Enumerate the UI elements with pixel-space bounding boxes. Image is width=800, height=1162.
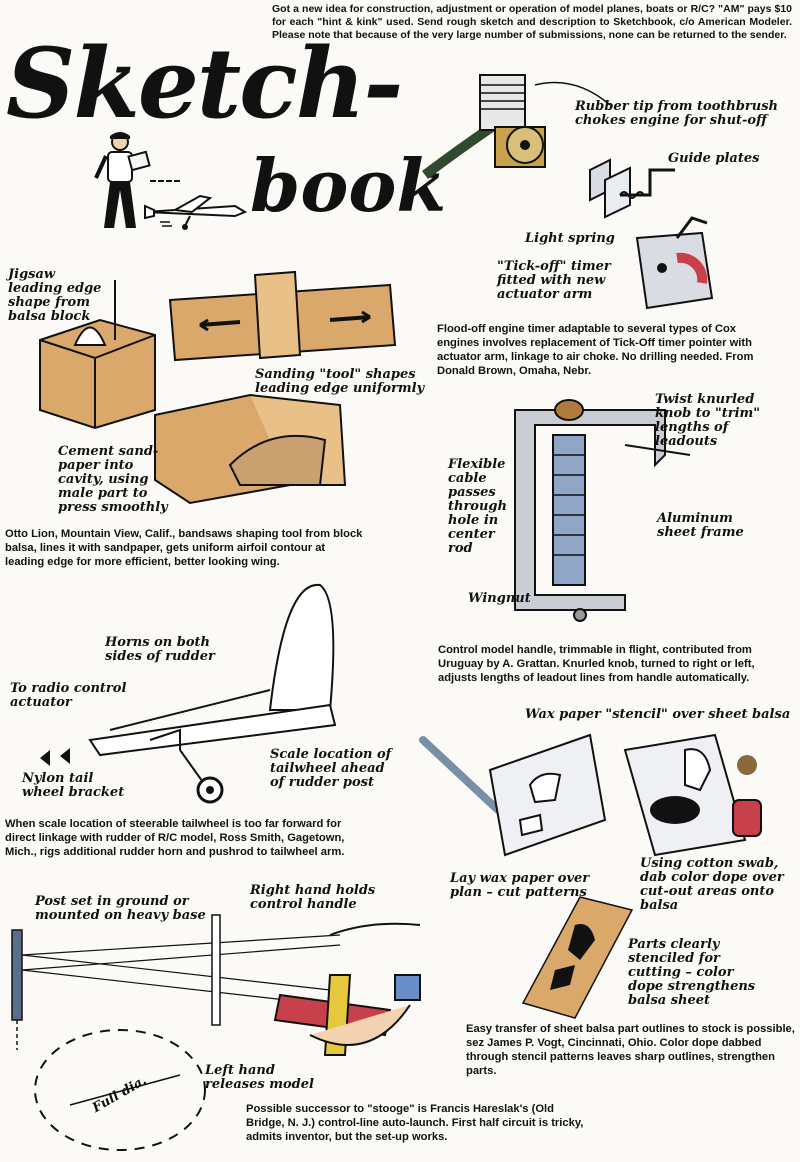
caption-stooge: Possible successor to "stooge" is Franci…	[246, 1103, 584, 1143]
label-right-hand: Right hand holds control handle	[250, 883, 376, 912]
caption-otto-lion: Otto Lion, Mountain View, Calif., bandsa…	[5, 528, 363, 568]
stenciled-balsa-sheet-illustration	[521, 896, 634, 1019]
label-cement: Cement sand- paper into cavity, using ma…	[58, 444, 168, 515]
rudder-tailwheel-illustration	[40, 583, 337, 804]
sanding-tool-illustration	[168, 270, 397, 362]
label-cotton-swab: Using cotton swab, dab color dope over c…	[640, 856, 784, 913]
small-plane-illustration	[144, 194, 248, 230]
label-wingnut: Wingnut	[468, 591, 531, 606]
control-handle-illustration	[514, 399, 691, 622]
caption-tailwheel: When scale location of steerable tailwhe…	[5, 818, 345, 858]
label-rubber-tip: Rubber tip from toothbrush chokes engine…	[575, 99, 778, 128]
caption-control-handle: Control model handle, trimmable in fligh…	[438, 644, 755, 684]
label-wax-paper-stencil: Wax paper "stencil" over sheet balsa	[525, 707, 791, 722]
label-parts-clearly: Parts clearly stenciled for cutting – co…	[628, 937, 756, 1008]
tick-off-timer-illustration	[635, 216, 714, 310]
label-to-radio: To radio control actuator	[10, 681, 127, 710]
label-jigsaw: Jigsaw leading edge shape from balsa blo…	[8, 267, 102, 324]
label-nylon-tail: Nylon tail wheel bracket	[22, 771, 125, 800]
auto-launch-illustration	[11, 914, 421, 1151]
speed-lines	[150, 180, 180, 190]
intro-text: Got a new idea for construction, adjustm…	[272, 3, 792, 41]
wax-paper-plan-illustration	[488, 733, 607, 857]
stencil-over-balsa-illustration	[623, 733, 762, 857]
title-book: book	[250, 143, 447, 228]
balsa-block-illustration	[39, 280, 156, 430]
label-aluminum-frame: Aluminum sheet frame	[657, 511, 744, 540]
label-horns: Horns on both sides of rudder	[105, 635, 215, 664]
label-guide-plates: Guide plates	[668, 151, 760, 166]
label-lay-wax: Lay wax paper over plan – cut patterns	[450, 871, 590, 900]
engine-illustration	[422, 74, 611, 180]
label-light-spring: Light spring	[525, 231, 615, 246]
caption-stencil: Easy transfer of sheet balsa part outlin…	[466, 1023, 795, 1077]
guide-plates-illustration	[589, 158, 675, 219]
cement-sandpaper-illustration	[154, 393, 347, 505]
label-left-hand: Left hand releases model	[205, 1063, 314, 1092]
label-twist-knob: Twist knurled knob to "trim" lengths of …	[655, 392, 761, 449]
title-sketch: Sketch-	[6, 27, 403, 140]
label-sanding-tool: Sanding "tool" shapes leading edge unifo…	[255, 367, 425, 396]
label-scale-location: Scale location of tailwheel ahead of rud…	[270, 747, 392, 790]
sketching-man-illustration	[94, 132, 151, 228]
label-tick-off: "Tick-off" timer fitted with new actuato…	[497, 259, 611, 302]
caption-flood-off: Flood-off engine timer adaptable to seve…	[437, 323, 754, 377]
label-flexible-cable: Flexible cable passes through hole in ce…	[448, 457, 507, 556]
label-post-set: Post set in ground or mounted on heavy b…	[35, 894, 206, 923]
